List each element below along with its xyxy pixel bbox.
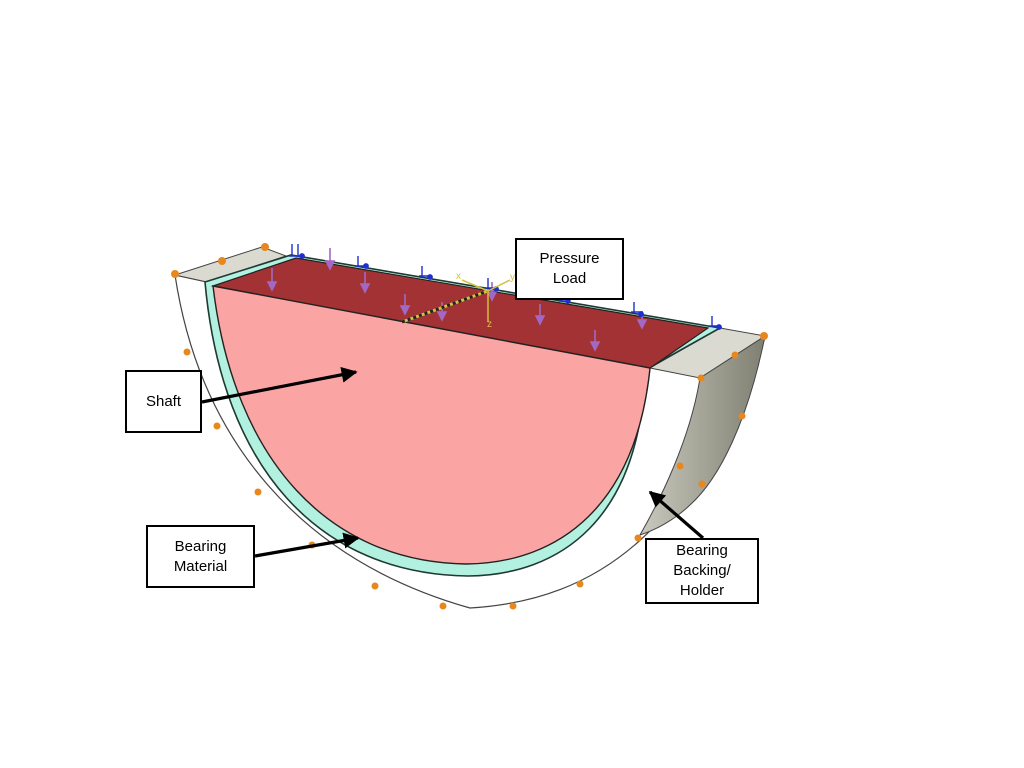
bearing-material-arrow	[254, 532, 360, 558]
callout-bearing-material-text: Bearing Material	[173, 537, 228, 575]
axis-label-y: y	[510, 272, 515, 283]
shaft-face	[212, 285, 651, 565]
callout-pressure-load: Pressure Load	[515, 238, 624, 300]
coordinate-axis-triad: x y z	[401, 271, 515, 330]
bearing-backing-arrow	[648, 490, 705, 540]
callout-bearing-backing-text: Bearing Backing/ Holder	[673, 542, 731, 599]
callout-shaft-text: Shaft	[145, 392, 182, 410]
boundary-condition-markers	[171, 243, 768, 610]
callout-pressure-load-text: Pressure Load	[539, 250, 600, 287]
shaft-arrow	[201, 366, 358, 404]
axis-label-x: x	[456, 271, 461, 282]
axis-label-z: z	[487, 319, 492, 330]
constraint-markers	[289, 244, 722, 330]
callout-arrows	[201, 366, 705, 558]
callout-bearing-backing: Bearing Backing/ Holder	[645, 538, 759, 604]
callout-shaft: Shaft	[125, 370, 202, 433]
callout-bearing-material: Bearing Material	[146, 525, 255, 588]
